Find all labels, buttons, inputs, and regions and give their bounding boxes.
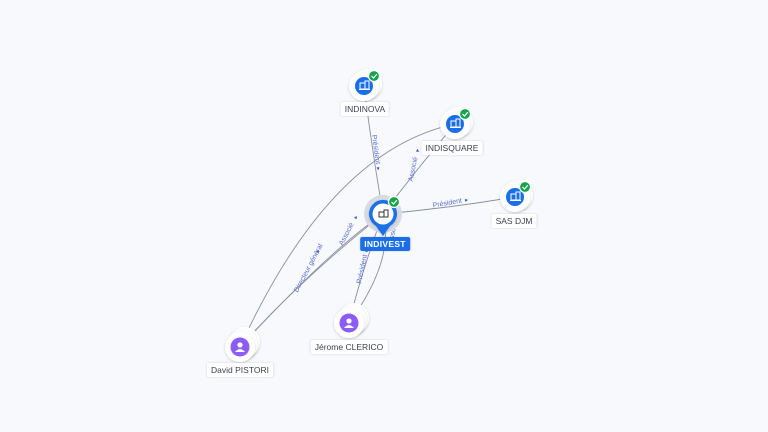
building-icon — [359, 80, 370, 90]
node-label-indinova[interactable]: INDINOVA — [340, 102, 390, 116]
verified-check-icon — [387, 195, 401, 209]
edge-arrow-icon — [354, 215, 357, 220]
edge-label-group: Président — [432, 198, 469, 210]
edge-label-group: Président — [356, 248, 369, 284]
building-icon — [378, 209, 389, 218]
node-label-david[interactable]: David PISTORI — [207, 363, 273, 377]
edge-label-group: Associé — [408, 148, 420, 182]
node-sasdjm[interactable] — [500, 180, 533, 212]
edge-label: Président — [356, 254, 369, 284]
edge-arrow-icon — [316, 249, 319, 254]
node-label-indisquare[interactable]: INDISQUARE — [421, 141, 483, 155]
edge-label-group: Président — [370, 134, 381, 171]
node-indivest[interactable] — [364, 195, 402, 236]
node-jerome[interactable] — [334, 303, 369, 338]
edge-label: Directeur général — [293, 243, 325, 294]
edge-label: Associé — [388, 219, 399, 244]
edge-david-indisquare[interactable] — [239, 123, 456, 348]
node-label-indivest[interactable]: INDIVEST — [360, 237, 410, 251]
node-indinova[interactable] — [349, 69, 382, 101]
nodes-layer — [225, 69, 533, 362]
edge-label: Président — [370, 134, 381, 164]
node-label-jerome[interactable]: Jérome CLERICO — [310, 340, 388, 354]
edge-label: Associé — [408, 156, 420, 182]
edge-arrow-icon — [376, 167, 380, 171]
node-label-sasdjm[interactable]: SAS DJM — [491, 214, 537, 228]
verified-check-icon — [518, 180, 532, 194]
node-indisquare[interactable] — [440, 107, 473, 139]
edge-label-group: Directeur général — [293, 243, 325, 294]
edge-label: Président — [432, 198, 462, 210]
verified-check-icon — [458, 107, 472, 121]
edge-arrow-icon — [415, 148, 419, 152]
node-david[interactable] — [225, 327, 260, 362]
building-icon — [450, 118, 461, 128]
building-icon — [510, 191, 521, 201]
verified-check-icon — [367, 69, 381, 83]
user-icon — [235, 342, 245, 352]
user-icon — [344, 318, 354, 328]
edge-arrow-icon — [464, 198, 469, 202]
